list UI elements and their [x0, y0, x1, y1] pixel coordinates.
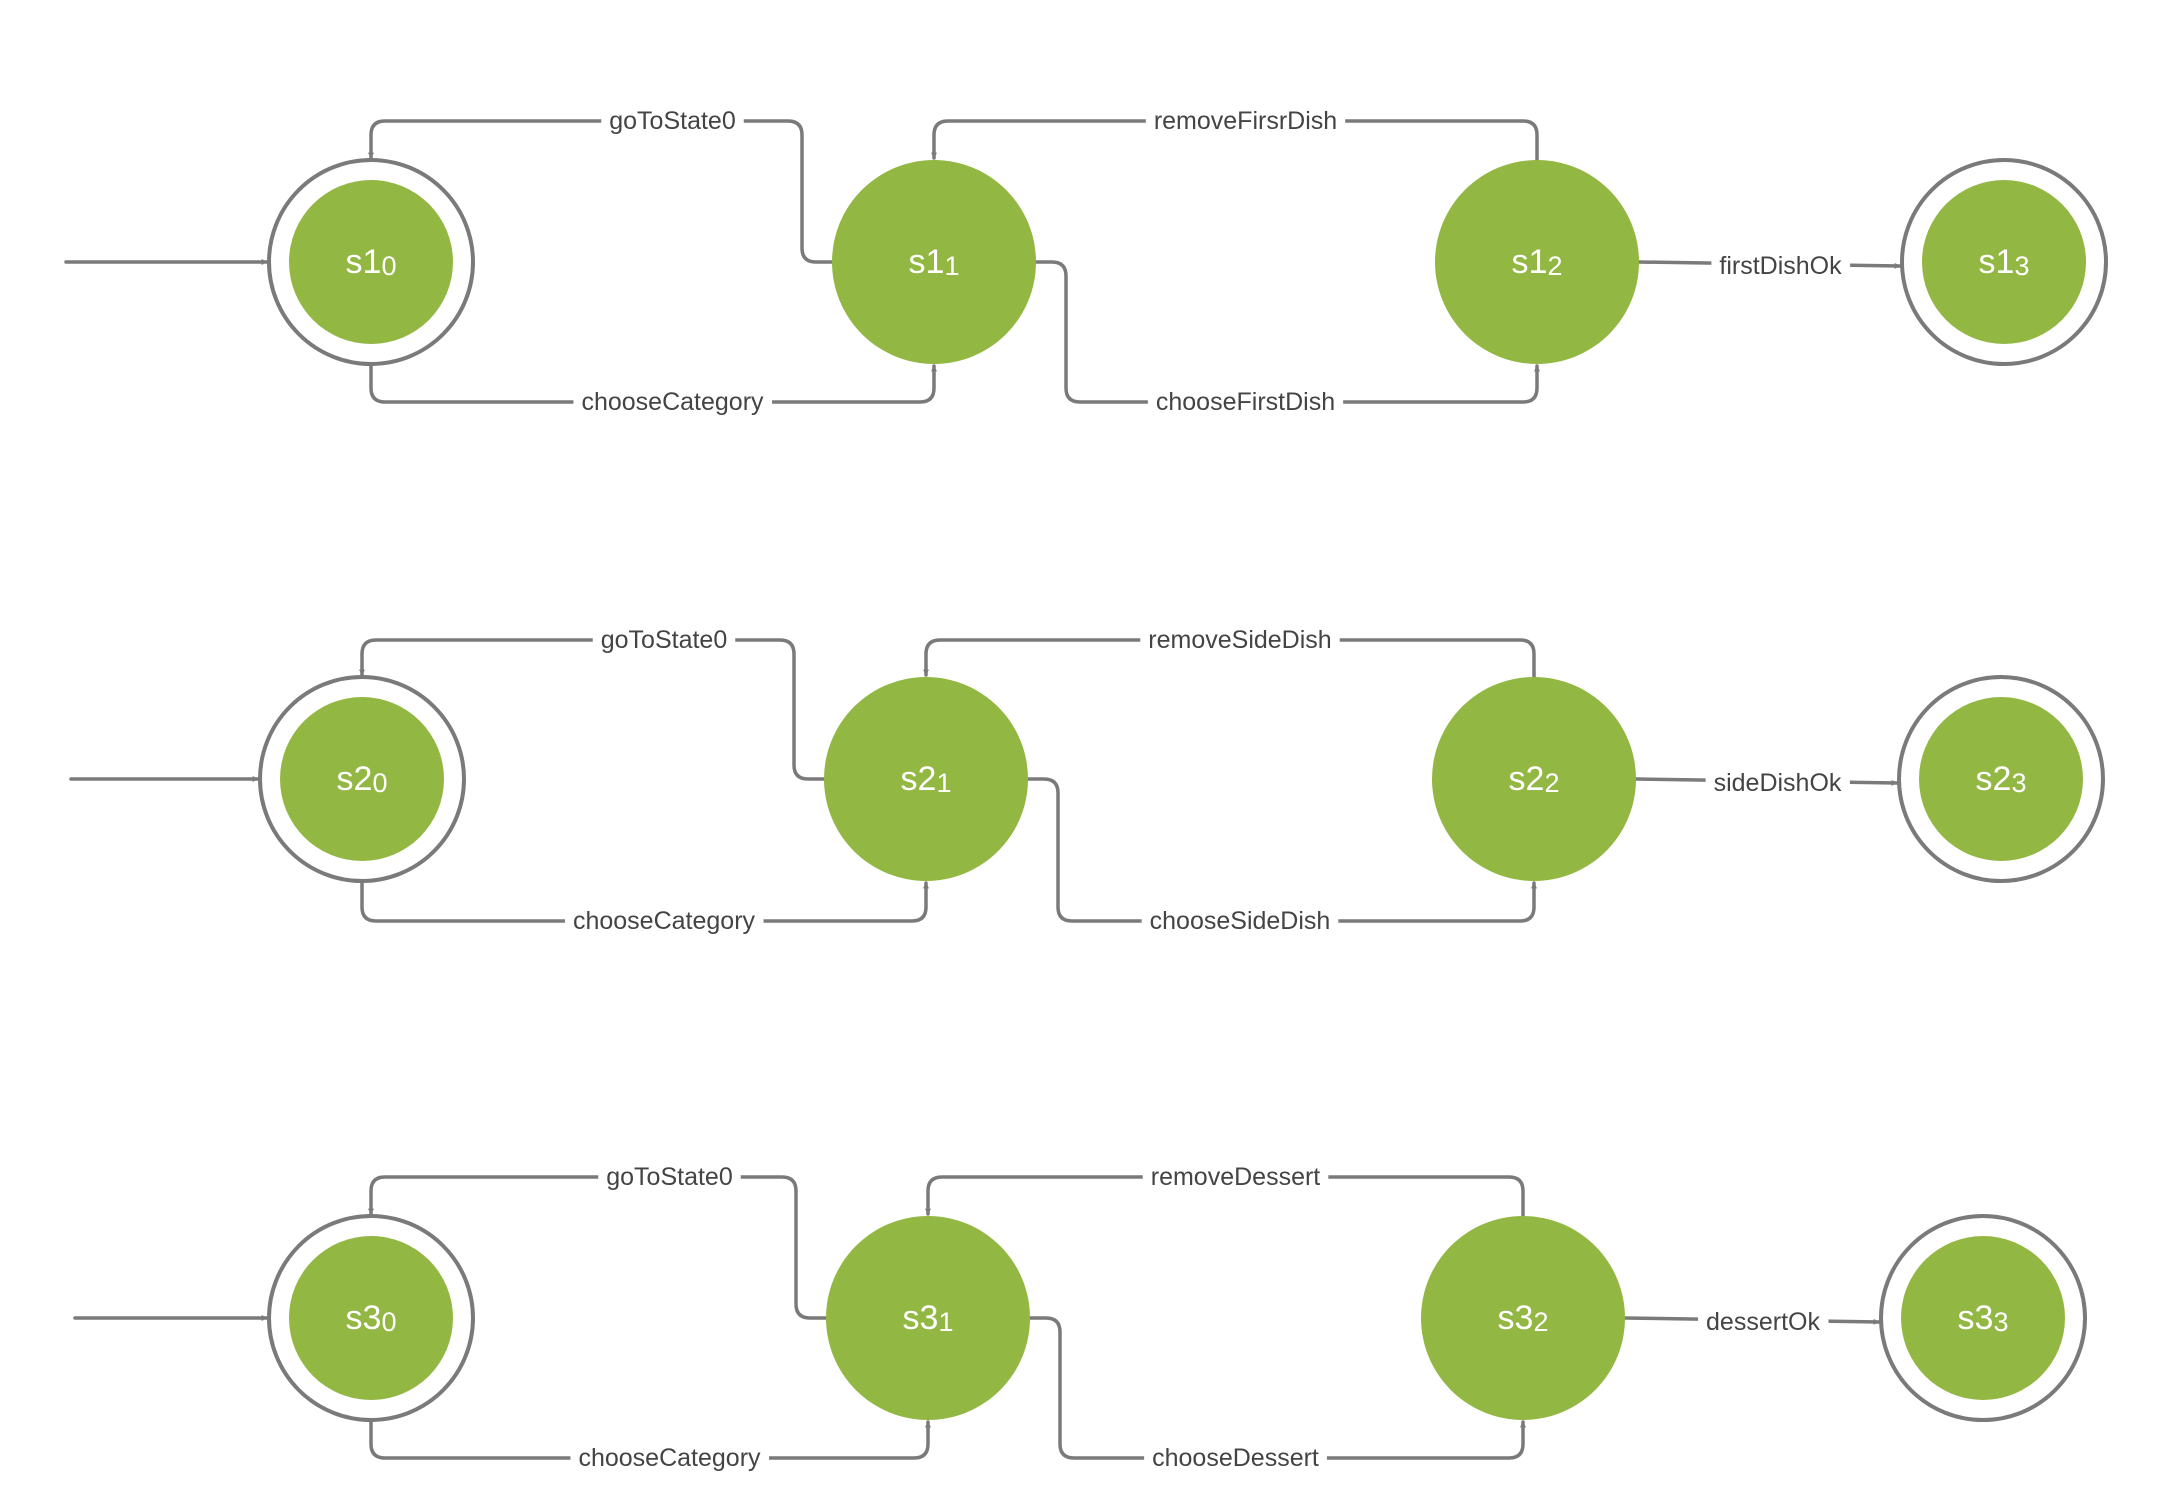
machine-1-label-forward-1: chooseFirstDish — [1156, 388, 1335, 416]
machine-3-state-2-fill — [1421, 1216, 1625, 1420]
machine-2-label-back-0: goToState0 — [601, 626, 728, 654]
machine-2-label-back-1-bg — [1140, 624, 1340, 656]
machine-2-state-3-index: 3 — [2011, 768, 2026, 798]
machine-2-state-2-name: s2 — [1509, 760, 1545, 798]
machine-1-edge-forward-1 — [1034, 260, 1540, 404]
machine-1-state-3-index: 3 — [2014, 251, 2029, 281]
machine-2-state-2: s22 — [1432, 677, 1636, 881]
machine-2-label-ok-bg — [1705, 767, 1850, 799]
machine-1-label-ok: firstDishOk — [1719, 252, 1842, 280]
machine-2-state-0-label: s20 — [337, 760, 388, 798]
machine-1-label-forward-0: chooseCategory — [581, 388, 764, 416]
machine-1-state-2-label: s12 — [1512, 243, 1563, 281]
machine-1-state-1-name: s1 — [909, 243, 945, 281]
machine-1-state-3-name: s1 — [1979, 243, 2015, 281]
machine-2-state-3: s23 — [1897, 675, 2105, 883]
machine-1-label-back-1-bg — [1145, 105, 1346, 137]
machine-3-label-forward-0: chooseCategory — [578, 1444, 761, 1472]
machine-2-state-2-index: 2 — [1544, 768, 1559, 798]
machine-3-label-back-0: goToState0 — [606, 1163, 733, 1191]
machine-2-state-3-label: s23 — [1976, 760, 2027, 798]
machine-1-state-2: s12 — [1435, 160, 1639, 364]
machine-1-label-back-0-bg — [601, 105, 744, 137]
machine-3-label-ok: dessertOk — [1706, 1308, 1820, 1336]
machine-1-state-2-name: s1 — [1512, 243, 1548, 281]
machine-3-label-forward-0-bg — [570, 1442, 770, 1474]
machine-2-label-forward-0-bg — [564, 905, 764, 937]
machine-2-state-0: s20 — [258, 675, 466, 883]
machine-1-label-forward-1-bg — [1147, 386, 1344, 418]
machine-2-state-1-index: 1 — [936, 768, 951, 798]
machine-3-edge-forward-1 — [1028, 1316, 1526, 1460]
machine-1-state-1: s11 — [832, 160, 1036, 364]
machine-3-state-0: s30 — [267, 1214, 475, 1422]
machine-2-state-1-fill — [824, 677, 1028, 881]
machine-3-label-back-1: removeDessert — [1151, 1163, 1321, 1191]
machine-3-state-3: s33 — [1879, 1214, 2087, 1422]
machine-1-state-2-index: 2 — [1547, 251, 1562, 281]
machine-3-label-back-1-bg — [1142, 1161, 1329, 1193]
machine-2-state-1-label: s21 — [901, 760, 952, 798]
machine-3-state-1-name: s3 — [903, 1299, 939, 1337]
machine-1-state-3-label: s13 — [1979, 243, 2030, 281]
machine-3-state-1-index: 1 — [938, 1307, 953, 1337]
machine-2-label-forward-1-bg — [1141, 905, 1339, 937]
machine-1-state-0-index: 0 — [381, 251, 396, 281]
machine-1-state-1-label: s11 — [909, 243, 960, 281]
machine-3-state-2-label: s32 — [1498, 1299, 1549, 1337]
machine-3-edge-back-0 — [368, 1175, 828, 1320]
machine-3-state-0-index: 0 — [381, 1307, 396, 1337]
diagram-root: goToState0 chooseCategory removeFirsrDish c… — [64, 105, 2108, 1474]
machine-1-edge-back-0 — [368, 119, 834, 264]
machine-3-state-2-index: 2 — [1533, 1307, 1548, 1337]
machine-3-state-1-label: s31 — [903, 1299, 954, 1337]
machine-3-state-0-fill — [289, 1236, 453, 1400]
machine-2-state-1: s21 — [824, 677, 1028, 881]
machine-1-label-forward-0-bg — [573, 386, 773, 418]
machine-2-label-back-0-bg — [592, 624, 736, 656]
machine-2-state-2-label: s22 — [1509, 760, 1560, 798]
machine-3-label-ok-bg — [1698, 1306, 1829, 1338]
machine-1-state-0-name: s1 — [346, 243, 382, 281]
machine-2-state-3-name: s2 — [1976, 760, 2012, 798]
machine-2-state-2-fill — [1432, 677, 1636, 881]
machine-2-state-1-name: s2 — [901, 760, 937, 798]
machine-2-edge-back-0 — [359, 638, 826, 781]
machine-1-label-back-0: goToState0 — [609, 107, 736, 135]
machine-1-label-back-1: removeFirsrDish — [1154, 107, 1337, 135]
machine-2-label-back-1: removeSideDish — [1148, 626, 1331, 654]
machine-2-edge-forward-1 — [1026, 777, 1537, 923]
machine-2-state-0-index: 0 — [372, 768, 387, 798]
machine-1-state-2-fill — [1435, 160, 1639, 364]
machine-3-state-0-label: s30 — [346, 1299, 397, 1337]
machine-3-state-1-fill — [826, 1216, 1030, 1420]
machine-3-state-3-index: 3 — [1993, 1307, 2008, 1337]
machine-3-label-back-0-bg — [598, 1161, 741, 1193]
machine-2-state-0-name: s2 — [337, 760, 373, 798]
machine-3-state-2-name: s3 — [1498, 1299, 1534, 1337]
machine-2-label-ok: sideDishOk — [1714, 769, 1842, 797]
machine-1-state-0: s10 — [267, 158, 475, 366]
machine-3-state-2: s32 — [1421, 1216, 1625, 1420]
machine-1-label-ok-bg — [1711, 250, 1851, 282]
machine-3-state-1: s31 — [826, 1216, 1030, 1420]
machine-3-label-forward-1-bg — [1144, 1442, 1327, 1474]
machine-2-state-0-fill — [280, 697, 444, 861]
machine-1-state-1-index: 1 — [944, 251, 959, 281]
machine-1-state-1-fill — [832, 160, 1036, 364]
machine-3-state-0-name: s3 — [346, 1299, 382, 1337]
machine-3-label-forward-1: chooseDessert — [1152, 1444, 1319, 1472]
machine-1-state-0-fill — [289, 180, 453, 344]
machine-3-state-3-name: s3 — [1958, 1299, 1994, 1337]
machine-2-label-forward-1: chooseSideDish — [1150, 907, 1331, 935]
machine-1-state-3-fill — [1922, 180, 2086, 344]
machine-3-state-3-fill — [1901, 1236, 2065, 1400]
machine-1-state-0-label: s10 — [346, 243, 397, 281]
machine-1-state-3: s13 — [1900, 158, 2108, 366]
machine-3-state-3-label: s33 — [1958, 1299, 2009, 1337]
machine-2-state-3-fill — [1919, 697, 2083, 861]
machine-2-label-forward-0: chooseCategory — [573, 907, 756, 935]
